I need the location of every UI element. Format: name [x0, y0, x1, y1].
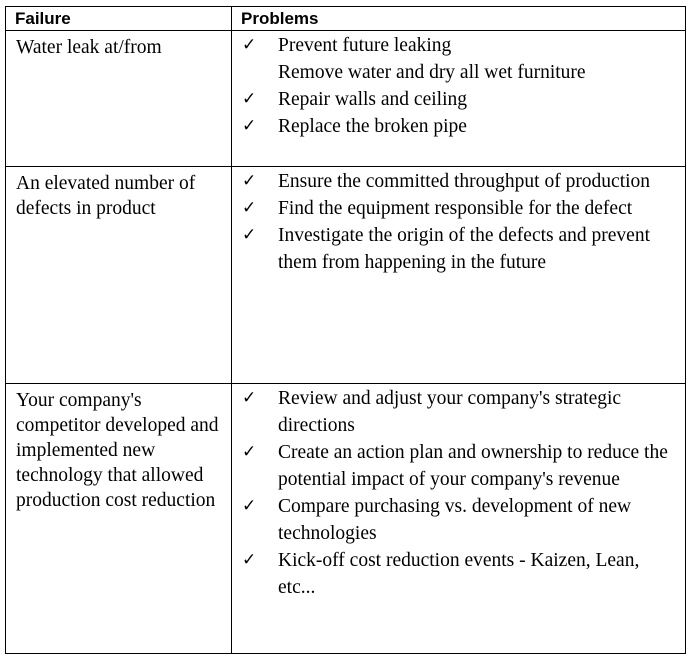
check-icon: ✓	[242, 442, 257, 462]
header-failure: Failure	[5, 6, 232, 31]
list-item: ✓ Find the equipment responsible for the…	[232, 195, 681, 222]
header-row: Failure Problems	[5, 6, 686, 31]
check-icon: ✓	[242, 89, 257, 109]
problem-text: Compare purchasing vs. development of ne…	[278, 496, 632, 544]
problems-cell: ✓ Ensure the committed throughput of pro…	[231, 166, 686, 384]
list-item: ✓ Repair walls and ceiling	[232, 86, 681, 113]
list-item: ✓ Kick-off cost reduction events - Kaize…	[232, 547, 681, 601]
check-icon: ✓	[242, 171, 257, 191]
check-icon: ✓	[242, 550, 257, 570]
check-icon: ✓	[242, 496, 257, 516]
problem-list: ✓ Review and adjust your company's strat…	[232, 385, 681, 601]
failure-problems-table: Failure Problems Water leak at/from ✓ Pr…	[5, 6, 686, 654]
list-item: ✓ Create an action plan and ownership to…	[232, 439, 681, 493]
problem-list: ✓ Ensure the committed throughput of pro…	[232, 168, 681, 276]
problem-text: Repair walls and ceiling	[278, 89, 467, 110]
check-icon: ✓	[242, 35, 257, 55]
failure-cell: An elevated number of defects in product	[5, 166, 232, 384]
problem-text: Ensure the committed throughput of produ…	[278, 171, 651, 192]
check-icon: ✓	[242, 198, 257, 218]
problem-list: ✓ Prevent future leaking Remove water an…	[232, 32, 681, 140]
list-item: Remove water and dry all wet furniture	[232, 59, 681, 86]
list-item: ✓ Investigate the origin of the defects …	[232, 222, 681, 276]
table-row: Your company's competitor developed and …	[5, 383, 686, 654]
problem-text: Investigate the origin of the defects an…	[278, 225, 650, 273]
check-icon: ✓	[242, 225, 257, 245]
problems-cell: ✓ Review and adjust your company's strat…	[231, 383, 686, 654]
failure-cell: Your company's competitor developed and …	[5, 383, 232, 654]
table-row: An elevated number of defects in product…	[5, 166, 686, 384]
header-problems: Problems	[231, 6, 686, 31]
list-item: ✓ Compare purchasing vs. development of …	[232, 493, 681, 547]
problem-text: Review and adjust your company's strateg…	[278, 388, 622, 436]
table-row: Water leak at/from ✓ Prevent future leak…	[5, 30, 686, 167]
problem-text: Create an action plan and ownership to r…	[278, 442, 668, 490]
check-icon: ✓	[242, 388, 257, 408]
list-item: ✓ Replace the broken pipe	[232, 113, 681, 140]
list-item: ✓ Ensure the committed throughput of pro…	[232, 168, 681, 195]
problem-text: Find the equipment responsible for the d…	[278, 198, 633, 219]
problem-text: Remove water and dry all wet furniture	[278, 62, 586, 83]
failure-cell: Water leak at/from	[5, 30, 232, 167]
problems-cell: ✓ Prevent future leaking Remove water an…	[231, 30, 686, 167]
problem-text: Prevent future leaking	[278, 35, 452, 56]
check-icon: ✓	[242, 116, 257, 136]
list-item: ✓ Review and adjust your company's strat…	[232, 385, 681, 439]
problem-text: Kick-off cost reduction events - Kaizen,…	[278, 550, 640, 598]
list-item: ✓ Prevent future leaking	[232, 32, 681, 59]
problem-text: Replace the broken pipe	[278, 116, 467, 137]
